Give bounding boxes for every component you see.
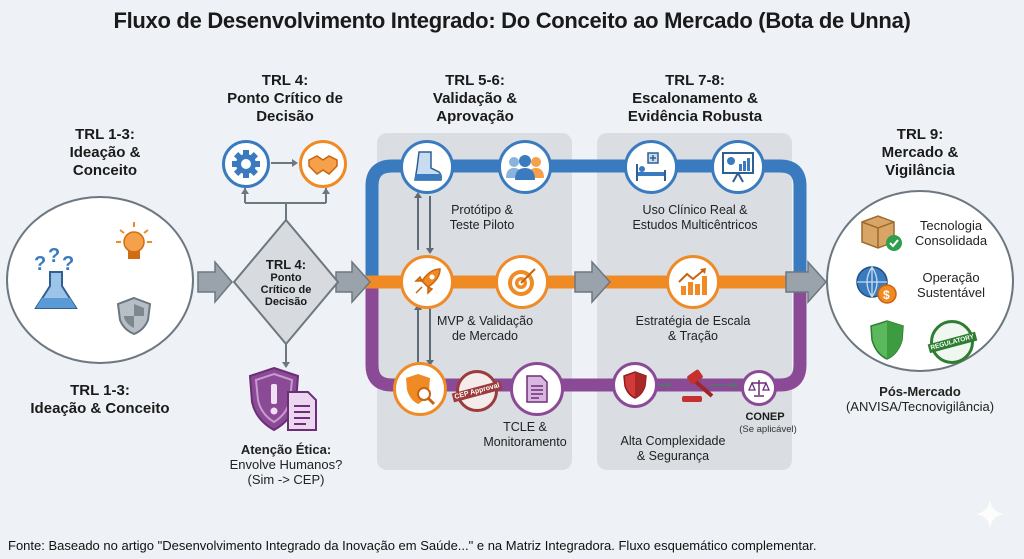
trl78-header: TRL 7-8: Escalonamento & Evidência Robus… [627, 72, 763, 125]
trl56-header: TRL 5-6: Validação & Aprovação [432, 72, 518, 125]
green-shield-icon [870, 320, 904, 360]
hospital-bed-icon [636, 152, 666, 181]
red-shield-icon [623, 371, 647, 399]
shield-search-icon-circle [393, 362, 447, 416]
red-shield-icon-circle [612, 362, 658, 408]
lightbulb-icon [116, 222, 152, 259]
conep-label: CONEP [745, 411, 785, 423]
handshake-icon-circle [299, 140, 347, 188]
scale-strategy-label: Estratégia de Escala & Tração [635, 314, 751, 343]
target-icon-circle [495, 255, 549, 309]
purple-track [365, 282, 807, 392]
document-icon [526, 375, 548, 403]
presentation-chart-icon [722, 152, 754, 183]
arrow-trl56-to-trl78 [574, 260, 612, 304]
users-group-icon [506, 155, 544, 180]
document-icon-circle [510, 362, 564, 416]
trl4-header: TRL 4: Ponto Crítico de Decisão [227, 72, 343, 125]
consolidated-tech-label: Tecnologia Consolidada [914, 218, 988, 248]
svg-text:?: ? [34, 253, 46, 275]
gavel-icon [682, 369, 714, 402]
high-complexity-label: Alta Complexidade & Segurança [620, 434, 726, 463]
sustainable-operation-label: Operação Sustentável [917, 270, 985, 300]
presentation-chart-icon-circle [711, 140, 765, 194]
target-icon [508, 268, 536, 296]
globe-dollar-icon: $ [856, 266, 897, 304]
clinical-use-label: Uso Clínico Real & Estudos Multicêntrico… [632, 203, 758, 232]
conep-note: (Se aplicável) [739, 424, 797, 435]
tcle-label: TCLE & Monitoramento [483, 420, 567, 449]
scales-icon [748, 380, 770, 397]
boot-icon-circle [400, 140, 454, 194]
box-check-icon [861, 215, 902, 251]
svg-text:$: $ [883, 288, 890, 302]
arrow-trl13-to-trl4 [197, 259, 233, 305]
diagram-title: Fluxo de Desenvolvimento Integrado: Do C… [113, 8, 911, 33]
svg-text:?: ? [62, 253, 74, 275]
blue-track [365, 159, 807, 282]
ethics-shield-document-icon [248, 366, 317, 432]
gear-icon-circle [222, 140, 270, 188]
shield-icon [116, 296, 152, 336]
mvp-label: MVP & Validação de Mercado [436, 314, 534, 343]
scales-icon-circle [741, 370, 777, 406]
source-footer: Fonte: Baseado no artigo "Desenvolviment… [8, 538, 817, 553]
hospital-bed-icon-circle [624, 140, 678, 194]
boot-icon [414, 151, 442, 181]
gear-icon [232, 150, 260, 178]
arrow-trl4-to-trl56 [335, 260, 372, 304]
trl4-connector [244, 188, 327, 220]
cep-approval-stamp: CEP Approval [451, 370, 503, 412]
growth-chart-icon-circle [666, 255, 720, 309]
arrow-trl78-to-trl9 [785, 260, 828, 304]
rocket-icon [414, 268, 441, 295]
prototype-label: Protótipo & Teste Piloto [449, 203, 515, 232]
regulatory-stamp: REGULATORY [927, 320, 977, 364]
shield-search-icon [406, 374, 436, 406]
handshake-icon [308, 155, 338, 175]
rocket-icon-circle [400, 255, 454, 309]
trl13-circle [6, 196, 194, 364]
sparkle-icon [976, 500, 1004, 528]
post-market-note: Pós-Mercado (ANVISA/Tecnovigilância) [845, 384, 995, 414]
people-icon-circle [498, 140, 552, 194]
flask-question-icon: ? ? ? [34, 245, 78, 309]
growth-chart-icon [678, 268, 707, 295]
svg-text:?: ? [48, 245, 60, 267]
ethics-note: Atenção Ética: Envolve Humanos? (Sim -> … [229, 442, 343, 487]
decision-diamond-text: TRL 4: Ponto Crítico de Decisão [260, 257, 312, 309]
trl13-header: TRL 1-3: Ideação & Conceito [69, 126, 141, 179]
trl13-footer: TRL 1-3: Ideação & Conceito [30, 382, 170, 417]
trl9-header: TRL 9: Mercado & Vigilância [881, 126, 959, 179]
